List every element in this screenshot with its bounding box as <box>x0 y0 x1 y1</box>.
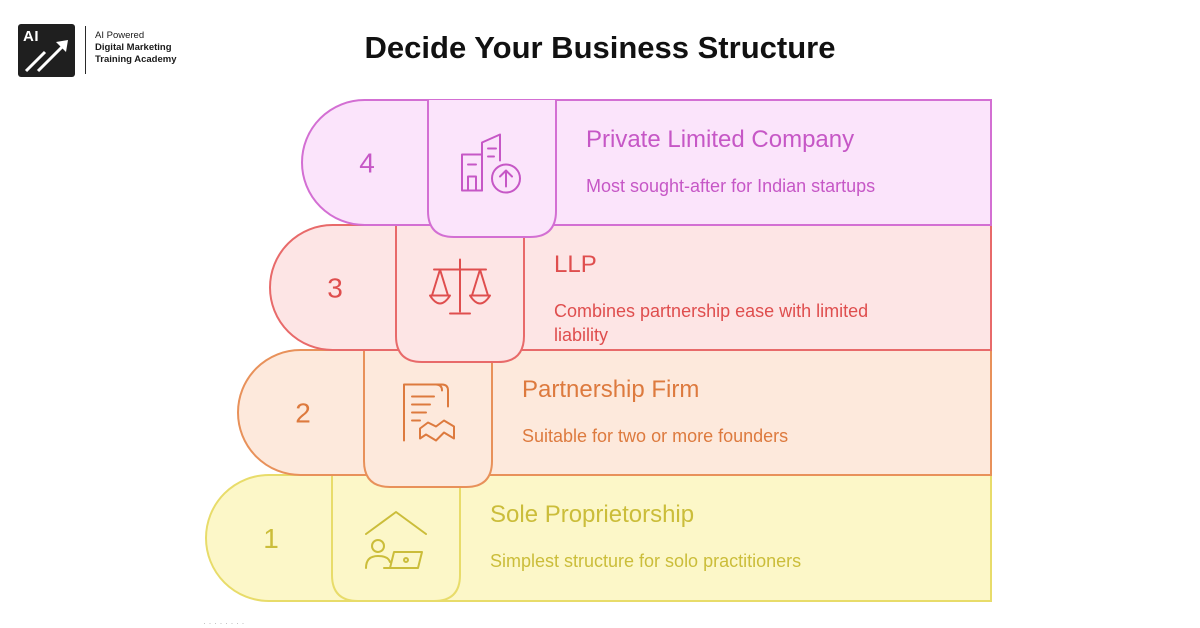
growth-arrow-icon <box>24 40 68 73</box>
logo-mark: AI <box>23 28 39 45</box>
stage-3: 3 LLP Combines partnership ease with limit… <box>269 224 992 363</box>
logo-divider <box>85 26 86 74</box>
brand-line-3: Training Academy <box>95 54 177 65</box>
icon-tab-outline <box>363 350 493 488</box>
icon-tab-outline <box>427 100 557 238</box>
stage-body <box>269 224 992 351</box>
stage-number: 1 <box>263 523 279 554</box>
stage-title: Partnership Firm <box>522 376 699 403</box>
stage-body <box>237 349 992 476</box>
stage-description: Suitable for two or more founders <box>522 426 788 446</box>
stage-title: LLP <box>554 251 597 278</box>
brand-logo: AI <box>18 24 75 77</box>
stage-number: 4 <box>359 148 375 179</box>
contract-handshake-icon <box>403 383 455 442</box>
icon-tab-outline <box>331 475 461 602</box>
stage-title: Sole Proprietorship <box>490 501 694 528</box>
stage-description: Most sought-after for Indian startups <box>586 176 875 196</box>
balance-scale-icon <box>429 258 491 315</box>
stage-title: Private Limited Company <box>586 126 854 153</box>
page-title: Decide Your Business Structure <box>364 30 836 65</box>
icon-tab <box>428 100 556 237</box>
stage-description: Combines partnership ease with limited <box>554 301 868 321</box>
home-worker-icon <box>365 511 427 569</box>
stage-number: 2 <box>295 398 311 429</box>
icon-tab <box>364 350 492 487</box>
stage-description: Simplest structure for solo practitioner… <box>490 551 801 571</box>
stage-description: liability <box>554 325 608 345</box>
brand-line-2: Digital Marketing <box>95 42 172 53</box>
brand-name: AI Powered Digital Marketing Training Ac… <box>95 30 176 66</box>
icon-tab <box>332 475 460 601</box>
icon-tab-outline <box>395 225 525 363</box>
building-growth-icon <box>461 133 521 194</box>
stage-number: 3 <box>327 273 343 304</box>
footer-faint-mark: · · · · · · · · <box>203 618 245 628</box>
stage-body <box>301 99 992 226</box>
brand-line-1: AI Powered <box>95 30 145 41</box>
stage-body <box>205 474 992 602</box>
